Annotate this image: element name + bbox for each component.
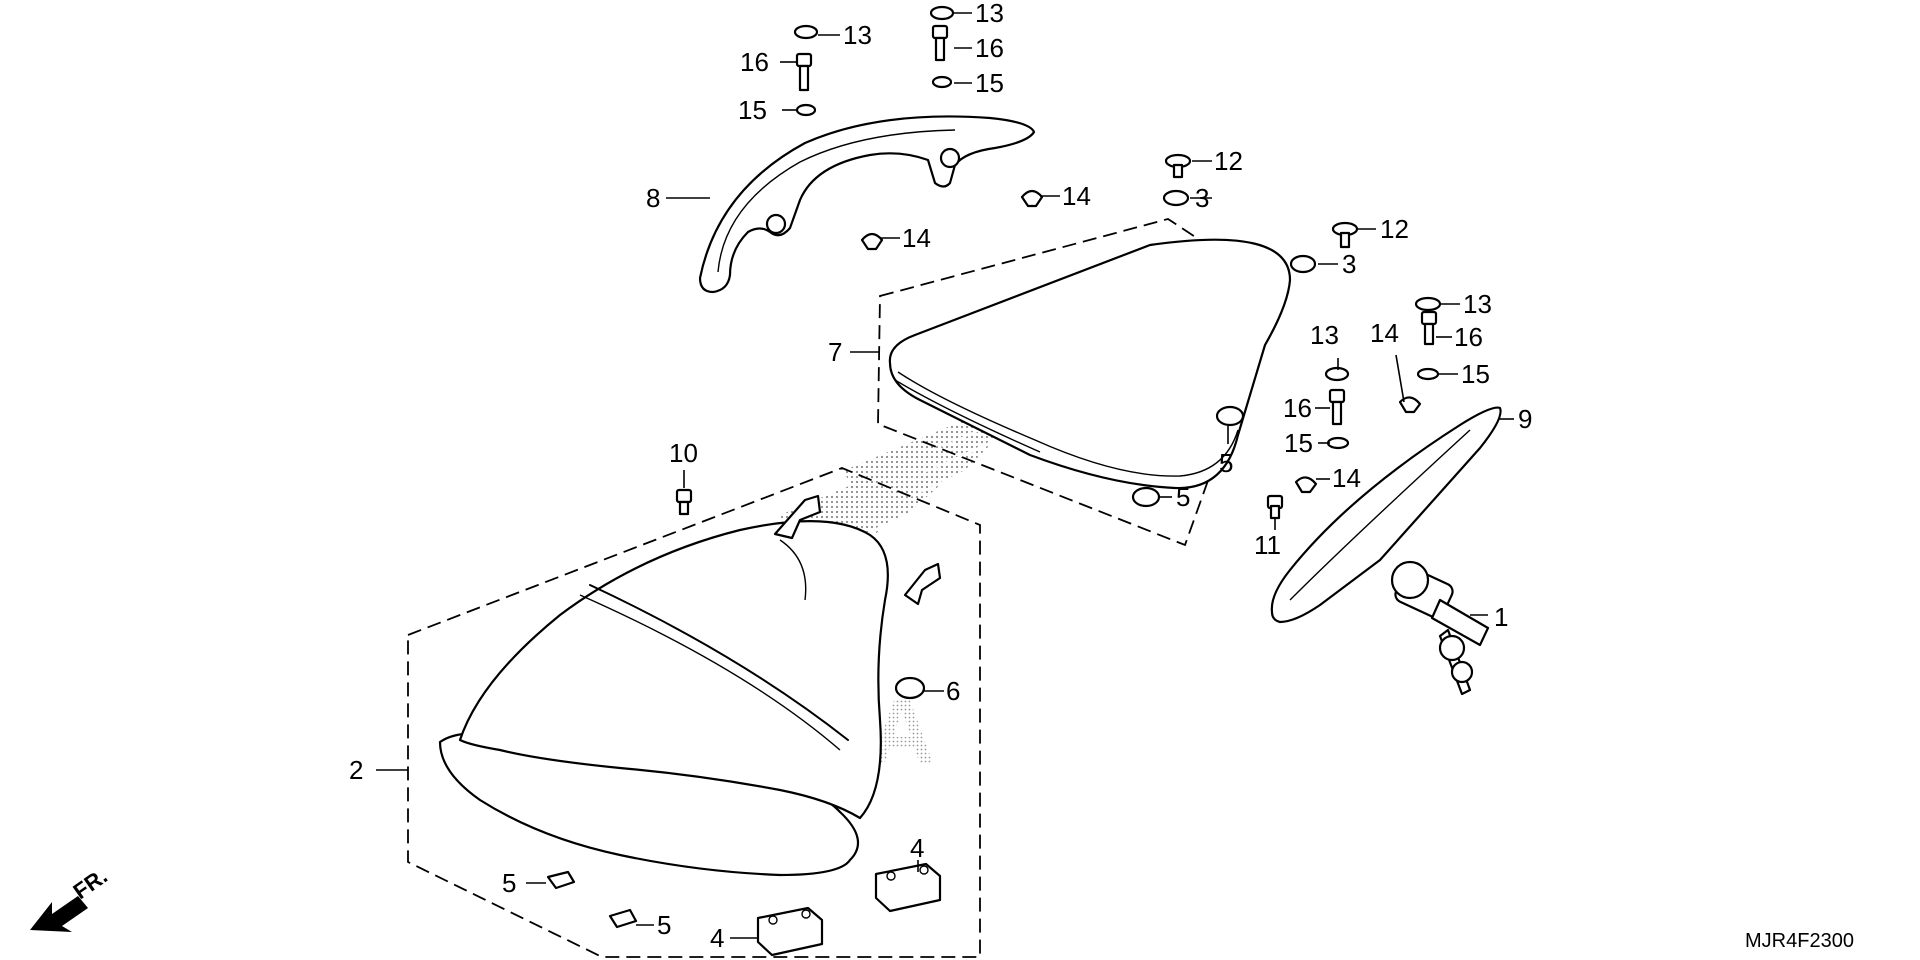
leader-lines [376,12,1514,939]
callout-label: 10 [669,438,698,468]
callout-label: 15 [1284,428,1313,458]
callout-label: 5 [1176,482,1190,512]
callout-label: 15 [738,95,767,125]
damper-block-part [756,862,942,957]
callout-label: 15 [1461,359,1490,389]
seat-assembly-outline [407,467,981,958]
callout-label: 14 [902,223,931,253]
callout-label: 11 [1254,530,1281,560]
callout-label: 13 [975,0,1004,28]
callout-label: 12 [1380,214,1409,244]
callout-label: 14 [1332,463,1361,493]
callout-label: 5 [657,910,671,940]
callout-label: 2 [349,755,363,785]
callout-label: 13 [1463,289,1492,319]
callout-label: 13 [1310,320,1339,350]
callout-label: 1 [1494,602,1508,632]
callout-label: 3 [1342,249,1356,279]
callout-labels: 1 2 3 3 4 4 5 5 5 5 6 7 8 9 10 11 12 12 … [349,0,1532,953]
rider-seat-part [438,494,942,877]
callout-label: 16 [740,47,769,77]
callout-label: 9 [1518,404,1532,434]
callout-label: 16 [1283,393,1312,423]
callout-label: 5 [1219,448,1233,478]
callout-label: 13 [843,20,872,50]
side-rail-part [1270,406,1502,624]
pillion-seat-part [888,238,1292,490]
callout-label: 16 [1454,322,1483,352]
callout-label: 7 [828,337,842,367]
key-cylinder-part [1390,560,1490,696]
diagram-code: MJR4F2300 [1745,930,1854,952]
front-label: FR. [69,863,112,904]
callout-label: 8 [646,183,660,213]
callout-label: 3 [1195,183,1209,213]
callout-label: 14 [1062,181,1091,211]
front-direction-indicator: FR. [30,863,112,932]
callout-label: 15 [975,68,1004,98]
grab-rail-part [698,115,1036,294]
callout-label: 5 [502,868,516,898]
hardware-parts [546,5,1442,929]
callout-label: 12 [1214,146,1243,176]
callout-label: 16 [975,33,1004,63]
callout-label: 4 [910,833,924,863]
callout-label: 14 [1370,318,1399,348]
callout-label: 4 [710,923,724,953]
front-arrow-icon [30,896,88,932]
callout-label: 6 [946,676,960,706]
